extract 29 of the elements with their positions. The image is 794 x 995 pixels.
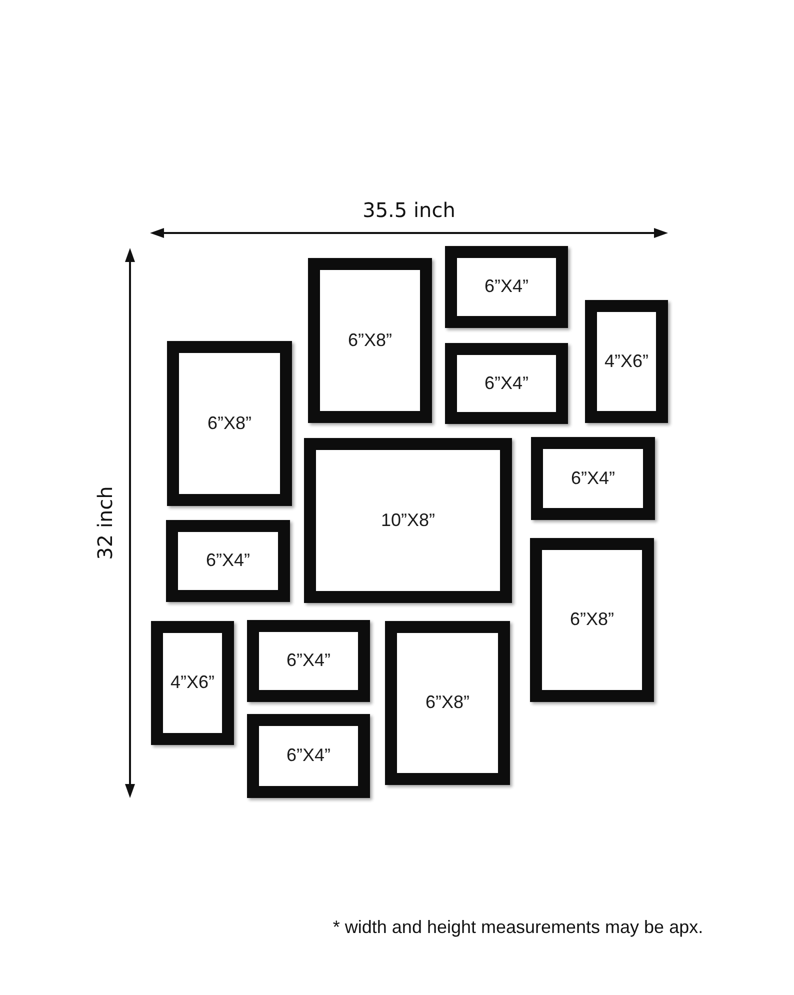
picture-frame <box>308 258 432 423</box>
picture-frame <box>385 621 510 785</box>
frame-size-label: 6”X8” <box>348 330 392 350</box>
frame-size-label: 6”X4” <box>286 651 330 671</box>
picture-frame <box>166 520 290 602</box>
picture-frame <box>445 246 568 328</box>
picture-frame <box>585 300 668 423</box>
picture-frame <box>530 538 654 702</box>
frame-size-label: 6”X4” <box>206 551 250 571</box>
dimension-label: 35.5 inch <box>362 199 456 221</box>
frame-size-label: 6”X8” <box>425 693 470 713</box>
frame-size-label: 6”X4” <box>484 277 528 297</box>
picture-frame <box>151 621 234 745</box>
picture-frame <box>247 714 370 798</box>
frame-size-label: 6”X4” <box>286 746 330 766</box>
picture-frame <box>167 341 292 506</box>
picture-frame <box>445 343 568 424</box>
frame-size-label: 4”X6” <box>604 352 648 372</box>
frame-size-label: 10”X8” <box>380 510 436 530</box>
frame-size-label: 4”X6” <box>170 673 214 693</box>
picture-frame <box>247 620 370 702</box>
picture-frame <box>304 438 512 603</box>
picture-frame <box>531 437 655 520</box>
frame-size-label: 6”X8” <box>570 610 614 630</box>
frame-size-label: 6”X8” <box>207 414 252 434</box>
dimension-label: 32 inch <box>94 486 116 560</box>
frame-size-label: 6”X4” <box>570 468 615 488</box>
footnote: * width and height measurements may be apx. <box>332 918 704 938</box>
frame-size-label: 6”X4” <box>484 374 528 394</box>
